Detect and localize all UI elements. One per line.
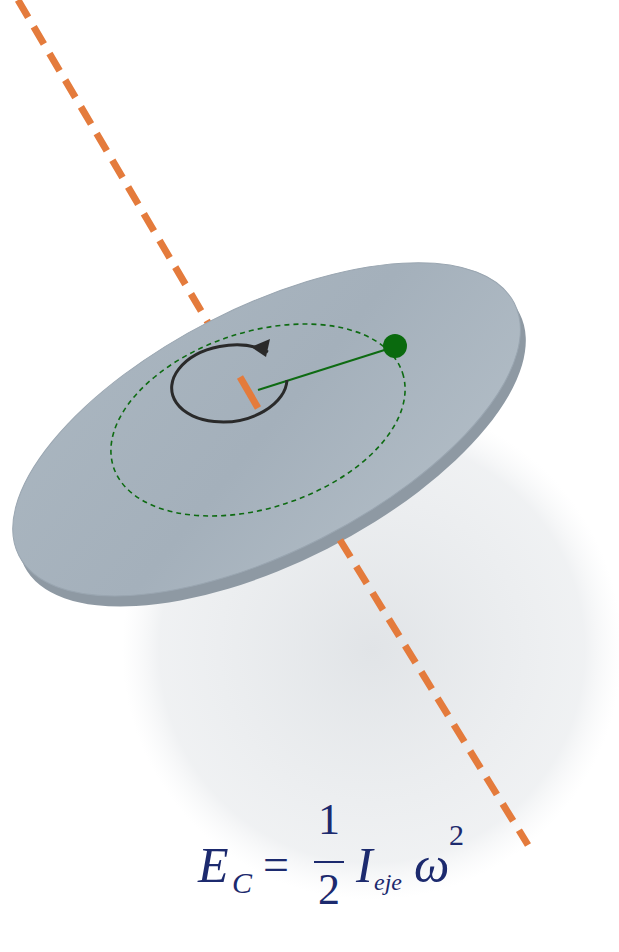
particle-dot	[383, 334, 407, 358]
arrow-head	[251, 339, 270, 357]
particle-path	[86, 289, 430, 550]
kinetic-energy-formula: EC=12Iejeω2	[0, 790, 619, 940]
rotation-arrow	[172, 345, 287, 422]
formula-symbol: =	[263, 842, 289, 888]
formula-symbol: C	[232, 868, 252, 898]
radius-line	[258, 347, 394, 390]
fraction-bar	[314, 861, 344, 863]
formula-symbol: 1	[318, 798, 340, 842]
rotation-axis	[340, 540, 528, 845]
formula-symbol: I	[356, 840, 373, 890]
formula-symbol: 2	[449, 820, 464, 850]
formula-symbol: ω	[414, 840, 449, 890]
formula-symbol: 2	[318, 868, 340, 912]
formula-symbol: eje	[374, 870, 402, 894]
disc	[0, 194, 575, 675]
rotation-axis	[240, 377, 258, 408]
formula-symbol: E	[198, 840, 229, 890]
